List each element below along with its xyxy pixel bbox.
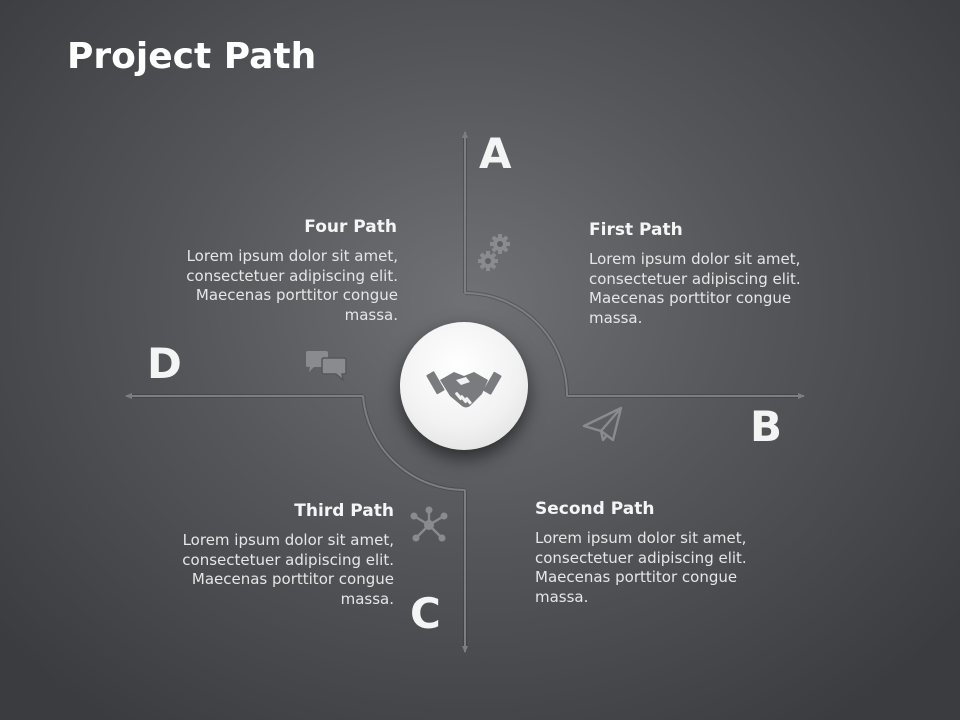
third-path-text: Lorem ipsum dolor sit amet, consectetuer… — [182, 531, 394, 608]
page-title: Project Path — [67, 36, 317, 77]
handshake-icon — [426, 371, 502, 408]
gears-icon — [478, 234, 510, 271]
network-icon — [410, 506, 448, 542]
arc-ab — [464, 292, 569, 397]
letter-d: D — [147, 339, 182, 388]
letter-c: C — [410, 589, 441, 638]
center-circle — [400, 322, 528, 450]
letter-b: B — [750, 402, 783, 451]
second-path-heading: Second Path — [535, 499, 655, 519]
four-path-text: Lorem ipsum dolor sit amet, consectetuer… — [186, 247, 398, 324]
paper-plane-icon — [582, 406, 623, 442]
second-path-text: Lorem ipsum dolor sit amet, consectetuer… — [535, 529, 747, 606]
third-path-heading: Third Path — [294, 501, 394, 521]
letter-a: A — [479, 129, 512, 178]
first-path-heading: First Path — [589, 220, 683, 240]
arc-cd — [362, 395, 466, 492]
chat-bubbles-icon — [306, 351, 347, 382]
first-path-text: Lorem ipsum dolor sit amet, consectetuer… — [589, 250, 801, 327]
four-path-heading: Four Path — [304, 217, 397, 237]
